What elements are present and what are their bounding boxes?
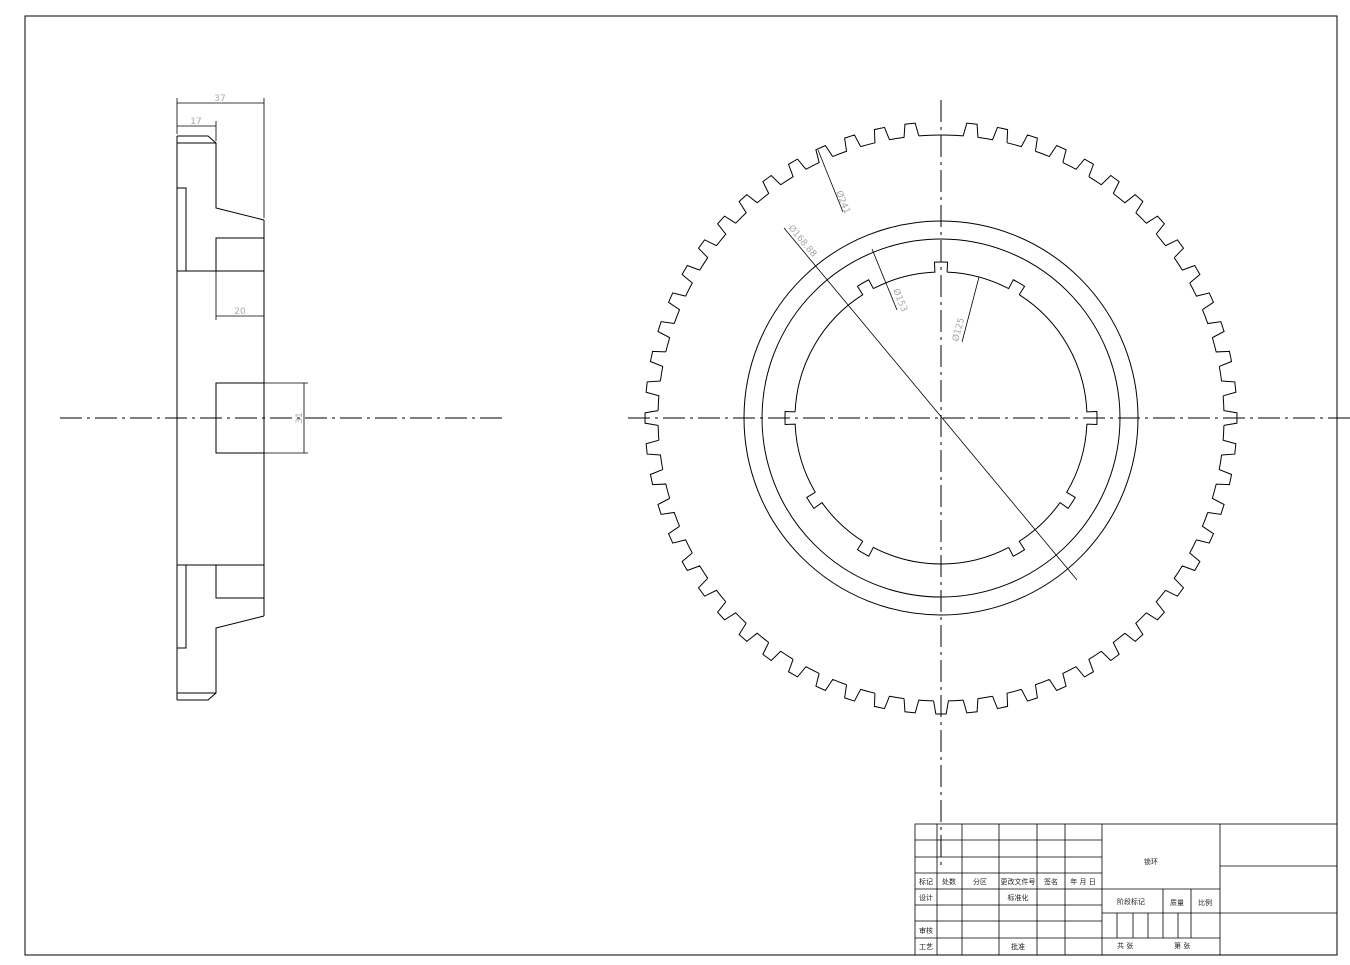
part-name: 锁环 <box>1144 857 1158 866</box>
title-block: 锁环 标记 处数 分区 更改文件号 签名 年 月 日 设计 标准化 审核 工艺 … <box>914 823 1338 956</box>
dim-hub-height: 31 <box>295 412 305 423</box>
label-approve: 批准 <box>1011 942 1025 951</box>
side-top-profile <box>177 135 265 272</box>
header-change-doc: 更改文件号 <box>1001 877 1036 886</box>
side-hub <box>215 382 265 454</box>
gear-teeth-outline <box>644 122 1238 715</box>
front-view: Ø241 Ø168.88 Ø153 Ø125 <box>628 100 1350 870</box>
header-count: 处数 <box>942 877 956 886</box>
label-design: 设计 <box>919 893 933 902</box>
label-review: 审核 <box>919 926 933 935</box>
label-mass: 质量 <box>1170 898 1184 907</box>
header-signature: 签名 <box>1044 877 1058 886</box>
dim-hub-width: 20 <box>234 307 246 317</box>
label-stage-mark: 阶段标记 <box>1117 897 1145 906</box>
inner-ring-outer-circle <box>743 220 1139 616</box>
label-sheet-no: 第 张 <box>1174 941 1190 950</box>
label-process: 工艺 <box>919 943 933 951</box>
label-sheets-total: 共 张 <box>1117 941 1133 950</box>
dim-rim-width: 17 <box>190 117 201 127</box>
inner-ring-circle <box>761 238 1121 598</box>
side-bottom-profile <box>177 564 265 701</box>
bore-notched-outline <box>784 261 1098 565</box>
dim-overall-width: 37 <box>214 94 225 104</box>
dim-bore-diameter: Ø125 <box>950 316 967 342</box>
label-standardize: 标准化 <box>1008 893 1029 902</box>
side-view: 37 17 20 31 <box>60 94 503 701</box>
label-scale: 比例 <box>1198 898 1212 907</box>
dim-pitch-diameter: Ø168.88 <box>786 223 819 260</box>
header-date: 年 月 日 <box>1070 877 1095 886</box>
header-mark: 标记 <box>919 877 933 886</box>
header-zone: 分区 <box>973 877 987 886</box>
sheet-border <box>24 15 1338 956</box>
dim-outer-diameter: Ø241 <box>833 189 852 216</box>
